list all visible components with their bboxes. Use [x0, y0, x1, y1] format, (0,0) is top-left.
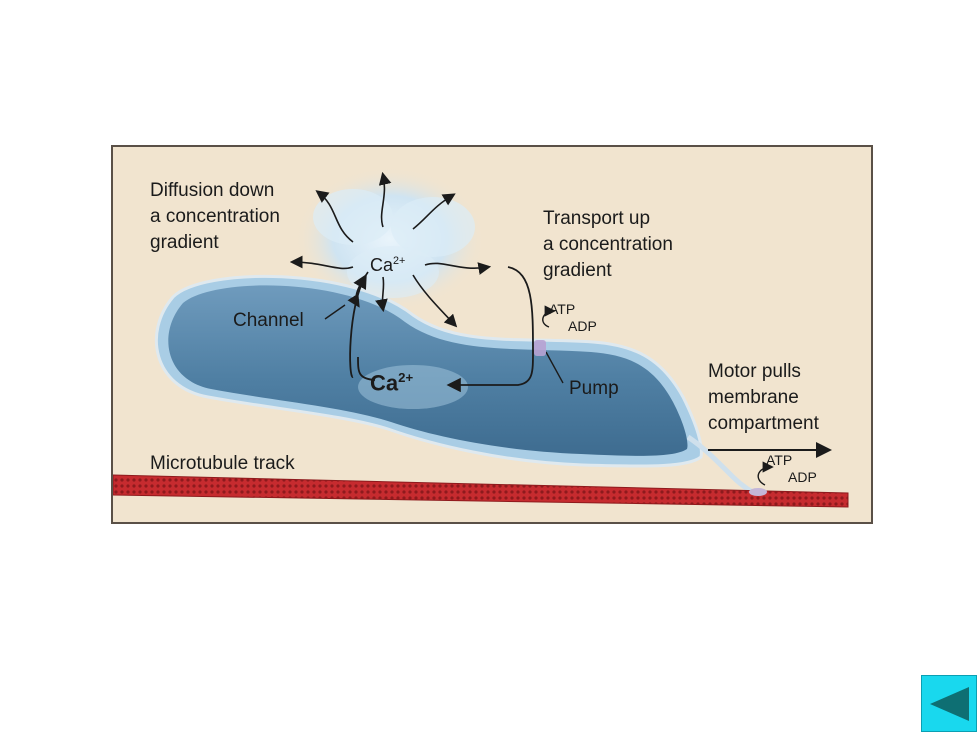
microtubule-label: Microtubule track — [150, 453, 295, 474]
calcium-ion-top-base: Ca — [370, 255, 394, 275]
triangle-left-icon — [930, 687, 969, 721]
calcium-ion-top-charge: 2+ — [393, 255, 406, 267]
motor-adp-label: ADP — [788, 469, 817, 485]
calcium-ion-top: Ca2+ — [370, 255, 405, 276]
pump-adp-label: ADP — [568, 318, 597, 334]
diagram-graphics — [113, 167, 849, 508]
pump-protein — [534, 340, 546, 356]
motor-protein — [749, 488, 767, 496]
calcium-cloud — [295, 167, 485, 311]
channel-label: Channel — [233, 310, 304, 331]
membrane-tail — [686, 434, 764, 500]
diffusion-arrows — [289, 171, 492, 328]
microtubule-track — [113, 474, 849, 508]
motor-label: Motor pulls membrane compartment — [708, 361, 819, 434]
back-button[interactable] — [921, 675, 977, 732]
pump-atp-label: ATP — [549, 301, 576, 317]
pump-arrow — [446, 266, 534, 393]
calcium-ion-bottom-charge: 2+ — [398, 370, 414, 385]
diffusion-label: Diffusion down a concentration gradient — [150, 180, 280, 253]
pump-label: Pump — [569, 378, 619, 399]
membrane-transport-diagram: Diffusion down a concentration gradient … — [111, 145, 873, 524]
transport-label: Transport up a concentration gradient — [543, 208, 673, 281]
calcium-ion-bottom: Ca2+ — [370, 370, 413, 396]
channel-arrow — [349, 273, 367, 378]
motor-atp-label: ATP — [766, 452, 793, 468]
calcium-ion-bottom-base: Ca — [370, 370, 399, 396]
